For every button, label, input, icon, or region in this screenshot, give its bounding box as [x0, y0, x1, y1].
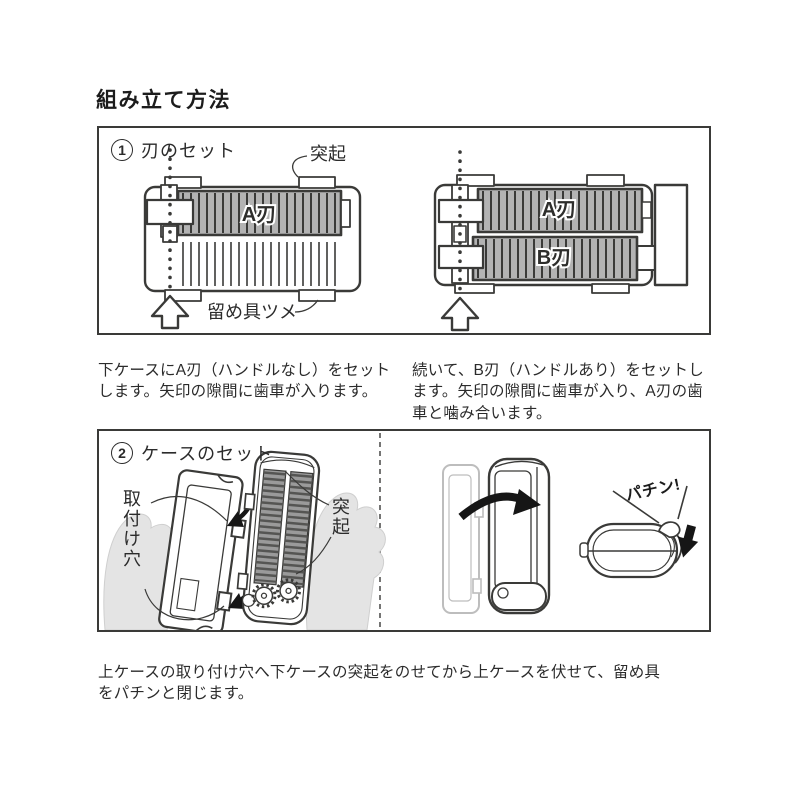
fastener-leader-line — [294, 299, 319, 313]
right-hand-silhouette — [305, 492, 386, 630]
click-emphasis-line-right — [677, 485, 688, 520]
gear-1-teeth — [251, 583, 277, 609]
blade-a-label-left: A刃 — [242, 204, 276, 226]
roller-2-coil — [281, 473, 313, 586]
mounting-hole-leader-2 — [144, 588, 225, 621]
top-tab-right-2 — [586, 174, 625, 187]
page-title: 組み立て方法 — [96, 89, 231, 112]
blade-a-axle-stub-2 — [641, 201, 652, 219]
hinge-stub — [579, 542, 589, 558]
bottom-tab-left — [164, 289, 202, 302]
blade-a-label-right: A刃 — [542, 199, 576, 221]
insert-direction-arrow-icon — [150, 294, 190, 330]
bottom-tab-left-2 — [454, 283, 495, 294]
ghost-open-case — [442, 464, 484, 614]
top-tab-right-protrusion — [298, 176, 336, 189]
axle-bar-a — [437, 198, 485, 224]
lower-case-with-ab-blades — [433, 150, 689, 332]
protrusion-label: 突起 — [310, 144, 346, 164]
step2-box: 2 ケースのセット — [97, 429, 711, 632]
step2-title: ケースのセット — [141, 444, 274, 464]
case-protrusion-lower — [236, 572, 249, 591]
protrusion-leader-line — [292, 155, 308, 178]
blade-set-diagram: 突起 A刃 留め具ツメ — [143, 144, 689, 332]
axle-bar-b — [437, 244, 485, 270]
mounting-hole-label: 取付け穴 — [121, 489, 141, 569]
bottom-tab-right-fastener-claw — [298, 289, 336, 302]
comb-teeth — [182, 242, 336, 286]
case-set-diagram — [103, 433, 699, 630]
fastener-latch — [657, 521, 681, 538]
protrusion2-leader-1 — [284, 470, 330, 506]
step1-caption-right: 続いて、B刃（ハンドルあり）をセットします。矢印の隙間に歯車が入り、A刃の歯車と… — [412, 361, 704, 422]
roller-1-coil — [254, 471, 286, 583]
fold-arrow-icon — [458, 489, 541, 521]
upper-case-illustration — [158, 469, 247, 630]
mounting-hole-leader-1 — [150, 495, 228, 522]
lower-case-illustration — [236, 450, 321, 626]
step1-header: 1 刃のセット — [111, 137, 236, 163]
protrusion-label-2: 突起 — [330, 497, 350, 537]
upper-case-panel-detail — [176, 577, 200, 612]
bottom-tab-right-2 — [591, 283, 630, 294]
click-emphasis-line-left — [612, 490, 660, 524]
top-tab-left-2 — [456, 174, 495, 187]
upper-case-clamp-waves — [195, 474, 234, 630]
press-down-arrow-icon — [677, 524, 699, 558]
blade-a-axle-stub — [340, 199, 351, 228]
step1-box: 1 刃のセット — [97, 126, 711, 335]
lower-case-with-a-blade — [143, 148, 362, 330]
closing-case — [487, 457, 551, 615]
step1-number-badge: 1 — [111, 139, 133, 161]
blade-b-label: B刃 — [537, 247, 571, 269]
closed-case-side-view — [579, 485, 699, 579]
step2-header: 2 ケースのセット — [111, 440, 273, 466]
protrusion2-leader-2 — [295, 536, 332, 575]
fastener-claw-label: 留め具ツメ — [207, 302, 297, 322]
step1-title: 刃のセット — [141, 141, 236, 161]
top-tab-left — [164, 176, 202, 189]
case-protrusion-upper — [243, 492, 256, 511]
handle — [653, 183, 689, 287]
mounting-hole-tab-lower — [215, 590, 233, 612]
step2-number-badge: 2 — [111, 442, 133, 464]
insert-direction-arrow-icon-2 — [440, 296, 480, 332]
step2-caption: 上ケースの取り付け穴へ下ケースの突起をのせてから上ケースを伏せて、留め具をパチン… — [98, 663, 661, 703]
step1-caption-left: 下ケースにA刃（ハンドルなし）をセットします。矢印の隙間に歯車が入ります。 — [98, 361, 391, 401]
